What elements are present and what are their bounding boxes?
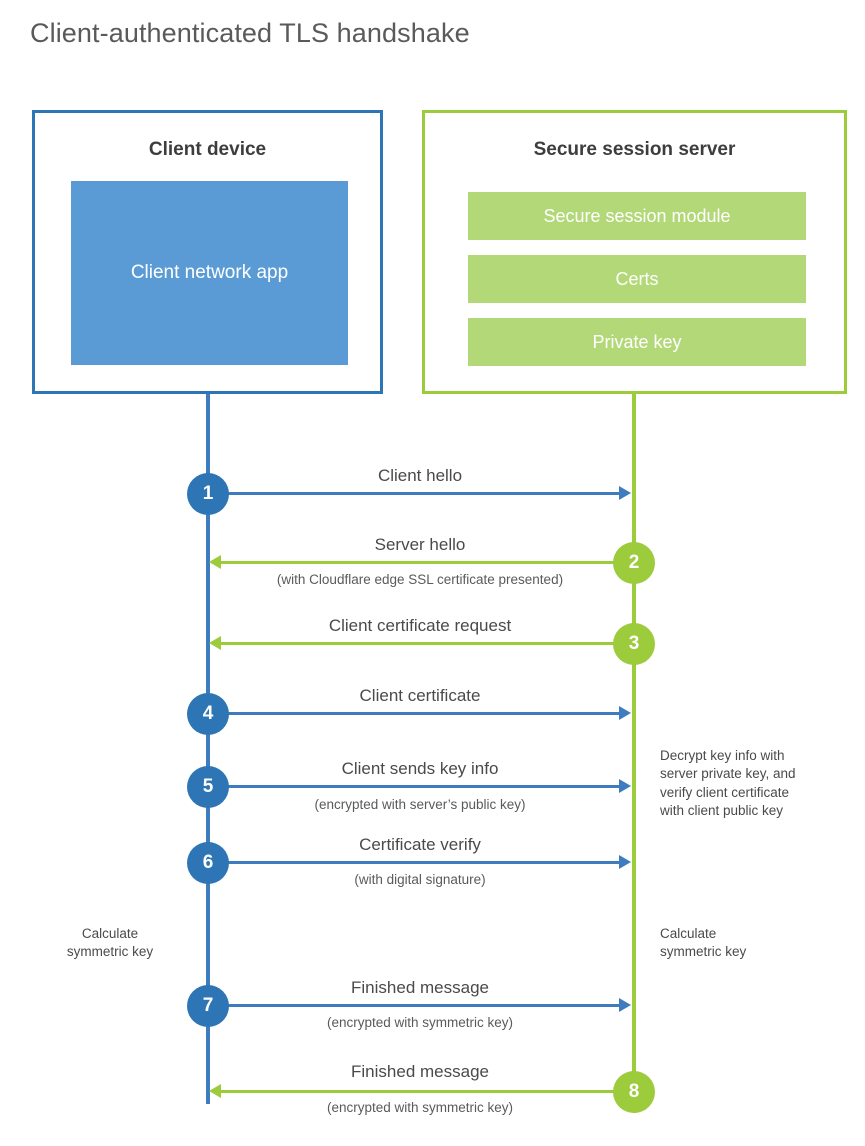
- client-calculate-symmetric-key-note: Calculate symmetric key: [40, 925, 180, 962]
- step-3-label: Client certificate request: [328, 616, 512, 635]
- step-7-label: Finished message: [351, 978, 489, 997]
- server-decrypt-note-line-3: verify client certificate: [660, 784, 790, 800]
- step-8-label: Finished message: [351, 1062, 489, 1081]
- secure-session-server-title: Secure session server: [533, 139, 736, 160]
- step-2-arrow: [209, 555, 632, 569]
- client-device-title: Client device: [148, 139, 267, 160]
- client-calc-note-line-1: Calculate: [81, 926, 139, 941]
- arrow-head-icon: [619, 998, 631, 1012]
- step-3-marker: 3: [613, 623, 655, 665]
- step-5-marker: 5: [187, 766, 229, 808]
- arrow-head-icon: [619, 486, 631, 500]
- step-2-sublabel: (with Cloudflare edge SSL certificate pr…: [276, 572, 564, 587]
- step-1-arrow: [208, 486, 631, 500]
- step-7-marker: 7: [187, 985, 229, 1027]
- step-5-label: Client sends key info: [341, 759, 499, 778]
- step-3-arrow: [209, 636, 632, 650]
- arrow-head-icon: [619, 706, 631, 720]
- step-5-arrow: [208, 779, 631, 793]
- client-device-box: Client device Client network app: [32, 110, 383, 394]
- page-title: Client-authenticated TLS handshake: [30, 18, 470, 48]
- step-8-sublabel: (encrypted with symmetric key): [326, 1100, 514, 1115]
- step-6-sublabel: (with digital signature): [354, 872, 486, 887]
- server-component-private-key: Private key: [468, 318, 806, 366]
- arrow-head-icon: [209, 555, 221, 569]
- step-4-label: Client certificate: [359, 686, 481, 705]
- server-calc-note-line-2: symmetric key: [660, 944, 747, 960]
- arrow-head-icon: [619, 779, 631, 793]
- arrow-head-icon: [619, 855, 631, 869]
- client-lifeline: [206, 394, 210, 1104]
- arrow-head-icon: [209, 1084, 221, 1098]
- client-calc-note-line-2: symmetric key: [66, 944, 154, 960]
- server-calculate-symmetric-key-note: Calculate symmetric key: [660, 925, 840, 962]
- step-7-arrow: [208, 998, 631, 1012]
- step-4-arrow: [208, 706, 631, 720]
- server-calc-note-line-1: Calculate: [660, 926, 717, 941]
- server-decrypt-note-line-2: server private key, and: [660, 766, 796, 782]
- step-4-marker: 4: [187, 693, 229, 735]
- step-1-label: Client hello: [377, 466, 463, 485]
- server-decrypt-note-line-1: Decrypt key info with: [660, 748, 785, 763]
- client-network-app-block: Client network app: [71, 181, 348, 365]
- step-6-label: Certificate verify: [359, 835, 481, 854]
- step-6-arrow: [208, 855, 631, 869]
- server-lifeline: [632, 394, 636, 1092]
- step-5-sublabel: (encrypted with server’s public key): [314, 797, 526, 812]
- secure-session-server-box: Secure session server Secure session mod…: [422, 110, 847, 394]
- step-2-marker: 2: [613, 542, 655, 584]
- arrow-head-icon: [209, 636, 221, 650]
- step-8-arrow: [209, 1084, 632, 1098]
- server-decrypt-note: Decrypt key info with server private key…: [660, 747, 840, 821]
- server-decrypt-note-line-4: with client public key: [660, 803, 784, 819]
- step-6-marker: 6: [187, 842, 229, 884]
- step-2-label: Server hello: [374, 535, 466, 554]
- step-7-sublabel: (encrypted with symmetric key): [326, 1015, 514, 1030]
- step-8-marker: 8: [613, 1071, 655, 1113]
- step-1-marker: 1: [187, 473, 229, 515]
- server-component-secure-session-module: Secure session module: [468, 192, 806, 240]
- server-component-certs: Certs: [468, 255, 806, 303]
